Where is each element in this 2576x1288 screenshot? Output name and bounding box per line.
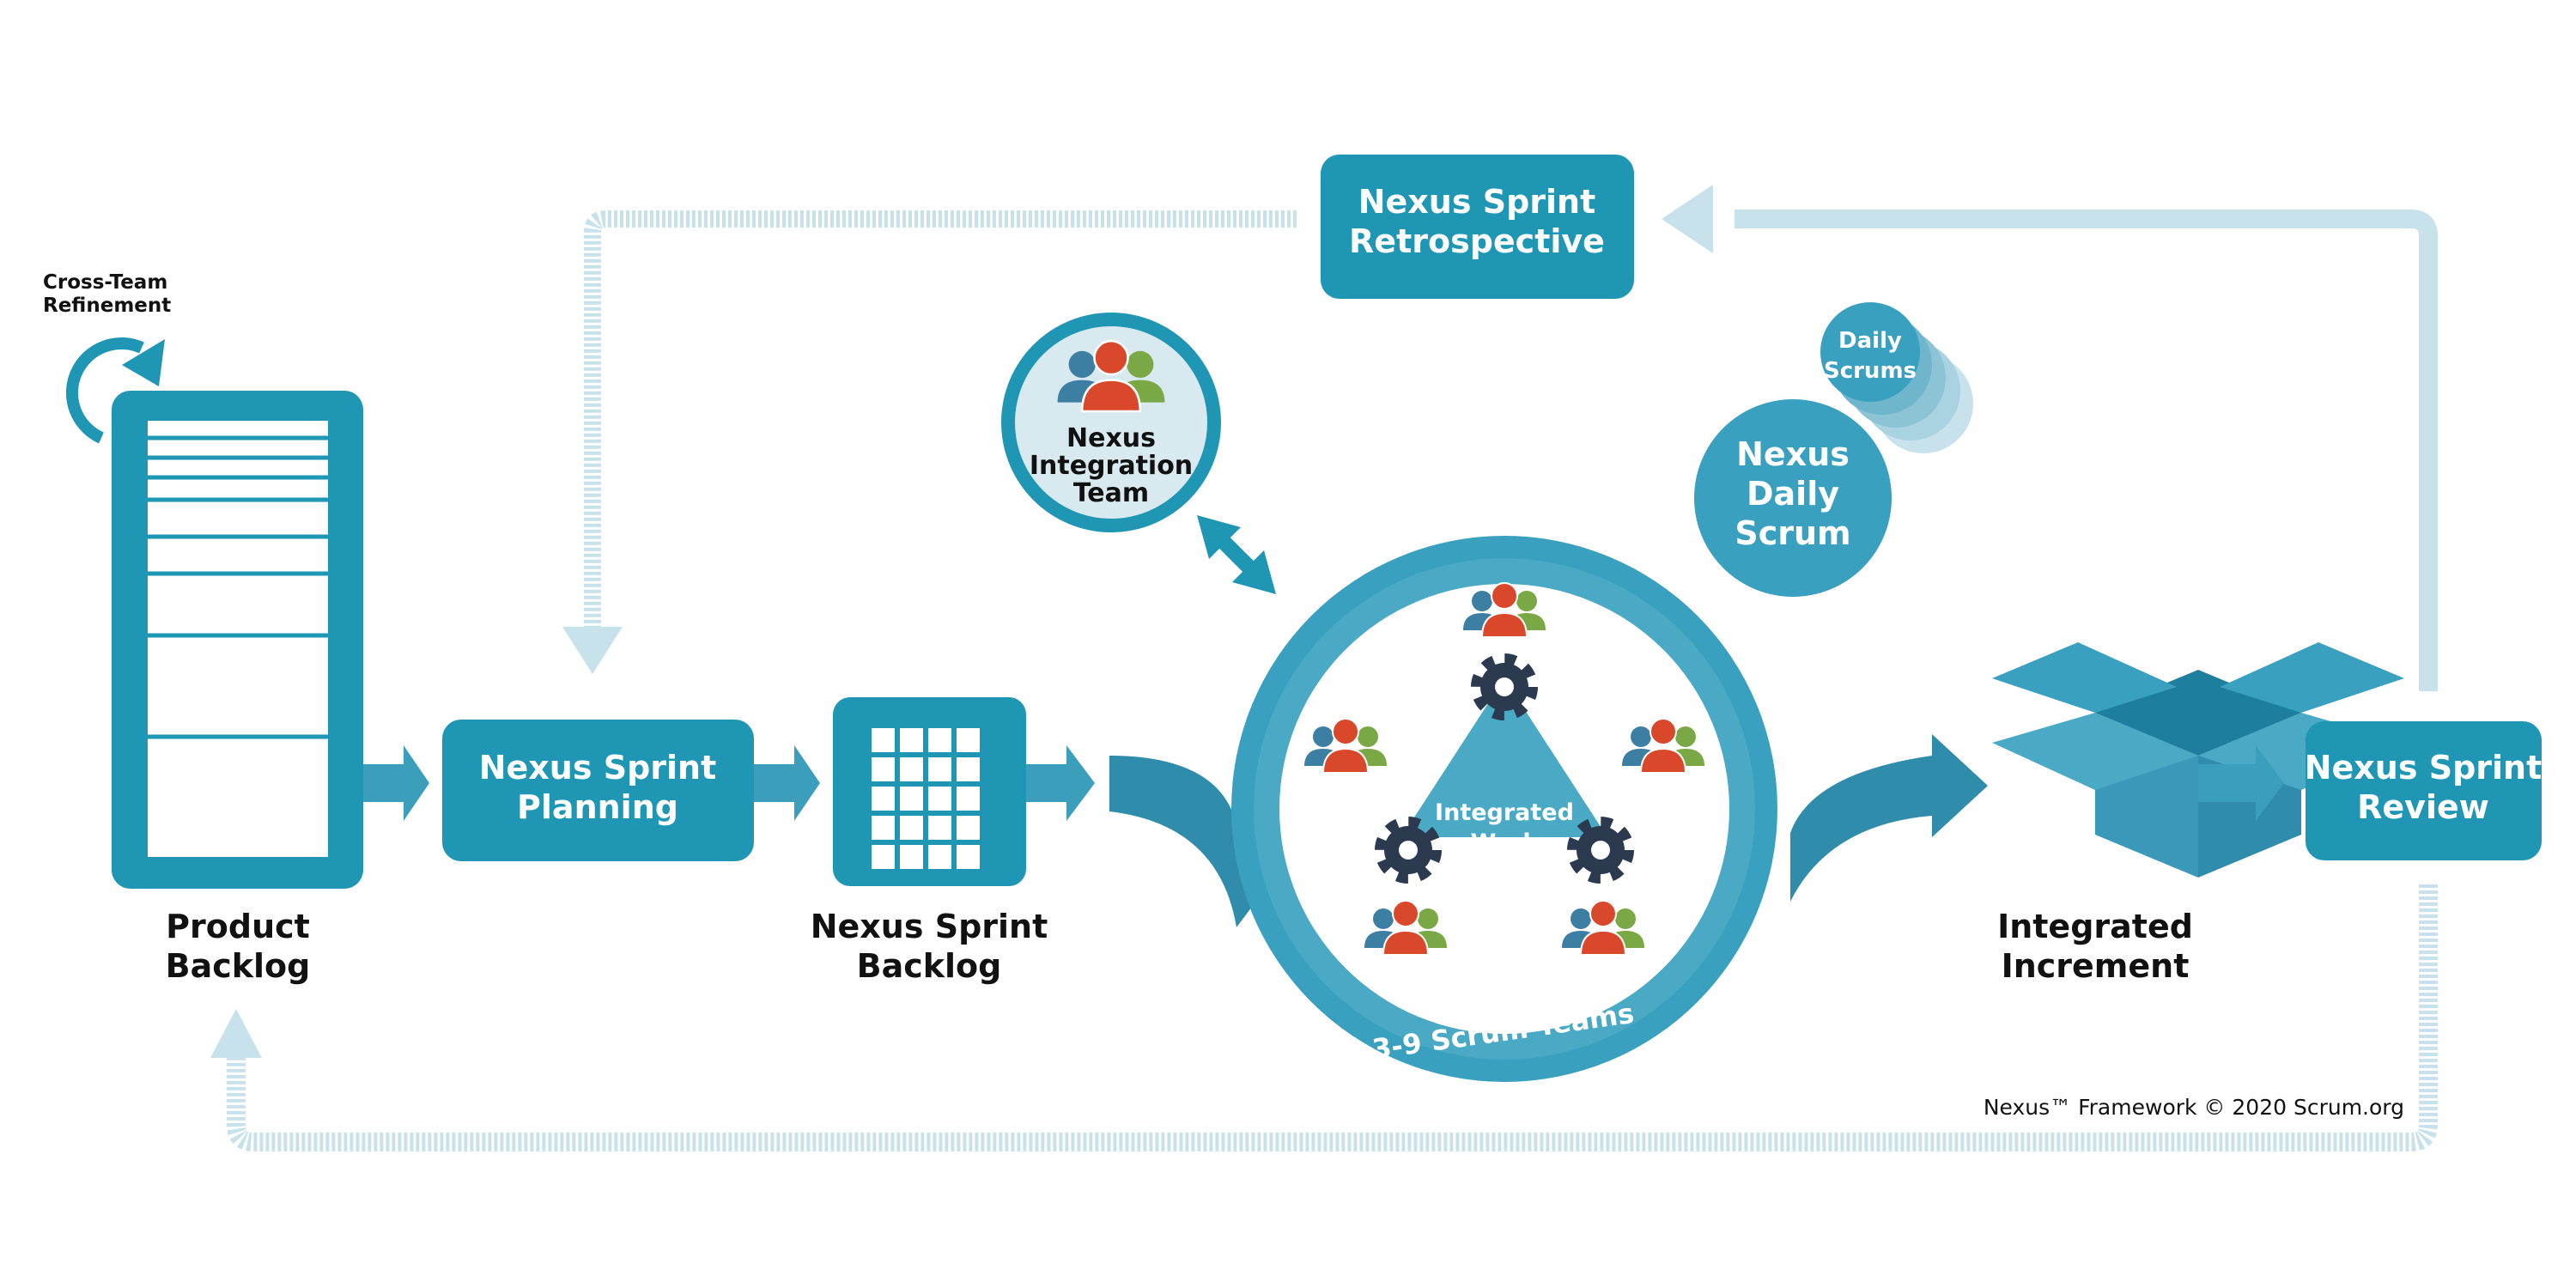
box-icon	[1992, 642, 2404, 878]
retro-label-1: Nexus Sprint	[1358, 183, 1596, 221]
integrated-work-triangle	[1401, 678, 1607, 837]
grid-icon	[872, 728, 980, 869]
nexus-daily-scrum-circle	[1694, 399, 1892, 597]
nexus-sprint-retrospective: Nexus Sprint Retrospective	[1321, 155, 1634, 299]
cross-team-refinement: Cross-Team Refinement	[43, 271, 171, 444]
daily-scrums-label-2: Scrums	[1824, 358, 1917, 384]
nds-label-2: Daily	[1747, 475, 1839, 513]
integrated-work-label-1: Integrated	[1435, 799, 1574, 826]
increment-label-2: Increment	[2002, 947, 2190, 985]
nit-label-3: Team	[1073, 478, 1149, 508]
nexus-sprint-review: Nexus Sprint Review	[2305, 721, 2543, 860]
cross-team-label-1: Cross-Team	[43, 271, 167, 294]
retro-label-2: Retrospective	[1349, 222, 1605, 260]
increment-label-1: Integrated	[1997, 908, 2193, 945]
planning-label-1: Nexus Sprint	[479, 749, 717, 787]
review-label-1: Nexus Sprint	[2305, 749, 2543, 787]
flow-arrow-1	[363, 745, 429, 821]
nexus-sprint-backlog: Nexus Sprint Backlog	[811, 697, 1048, 985]
flow-arrow-2	[754, 745, 820, 821]
gear-icon	[1577, 826, 1625, 874]
daily-scrums-circle	[1820, 302, 1920, 402]
nexus-sprint-planning: Nexus Sprint Planning	[442, 720, 754, 861]
gear-icon	[1384, 826, 1432, 874]
backlog-rows	[148, 435, 328, 739]
nit-label-1: Nexus	[1066, 423, 1156, 453]
sprint-backlog-label-2: Backlog	[857, 947, 1002, 985]
product-backlog-label-1: Product	[166, 908, 310, 945]
nexus-daily-scrum: Nexus Daily Scrum	[1694, 399, 1892, 597]
feedback-loop-arrows	[210, 185, 2438, 1151]
product-backlog: Product Backlog	[112, 391, 363, 985]
flow-arrow-3	[1026, 745, 1095, 821]
planning-box	[442, 720, 754, 861]
daily-scrums: Daily Scrums	[1820, 302, 1973, 453]
planning-label-2: Planning	[517, 788, 678, 826]
retrospective-box	[1321, 155, 1634, 299]
sweep-flows	[1109, 734, 1988, 927]
nds-label-3: Scrum	[1735, 514, 1850, 552]
daily-scrums-label-1: Daily	[1838, 328, 1902, 354]
nds-label-1: Nexus	[1736, 435, 1850, 473]
nit-label-2: Integration	[1030, 451, 1193, 481]
cycle-arrow-icon	[66, 337, 165, 444]
review-label-2: Review	[2357, 788, 2489, 826]
copyright-text: Nexus™ Framework © 2020 Scrum.org	[1984, 1095, 2404, 1120]
sprint-backlog-label-1: Nexus Sprint	[811, 908, 1048, 945]
double-arrow-icon	[1197, 515, 1276, 594]
gear-icon	[1480, 663, 1528, 711]
flow-arrow-4	[2198, 745, 2284, 821]
scrum-teams-ring: 3-9 Scrum Teams Integrated Work	[1231, 536, 1777, 1082]
cross-team-label-2: Refinement	[43, 295, 171, 317]
integrated-increment: Integrated Increment	[1992, 642, 2404, 985]
nexus-integration-team: Nexus Integration Team	[1001, 313, 1221, 532]
product-backlog-label-2: Backlog	[166, 947, 311, 985]
review-box	[2306, 721, 2542, 860]
integrated-work-label-2: Work	[1471, 829, 1540, 856]
